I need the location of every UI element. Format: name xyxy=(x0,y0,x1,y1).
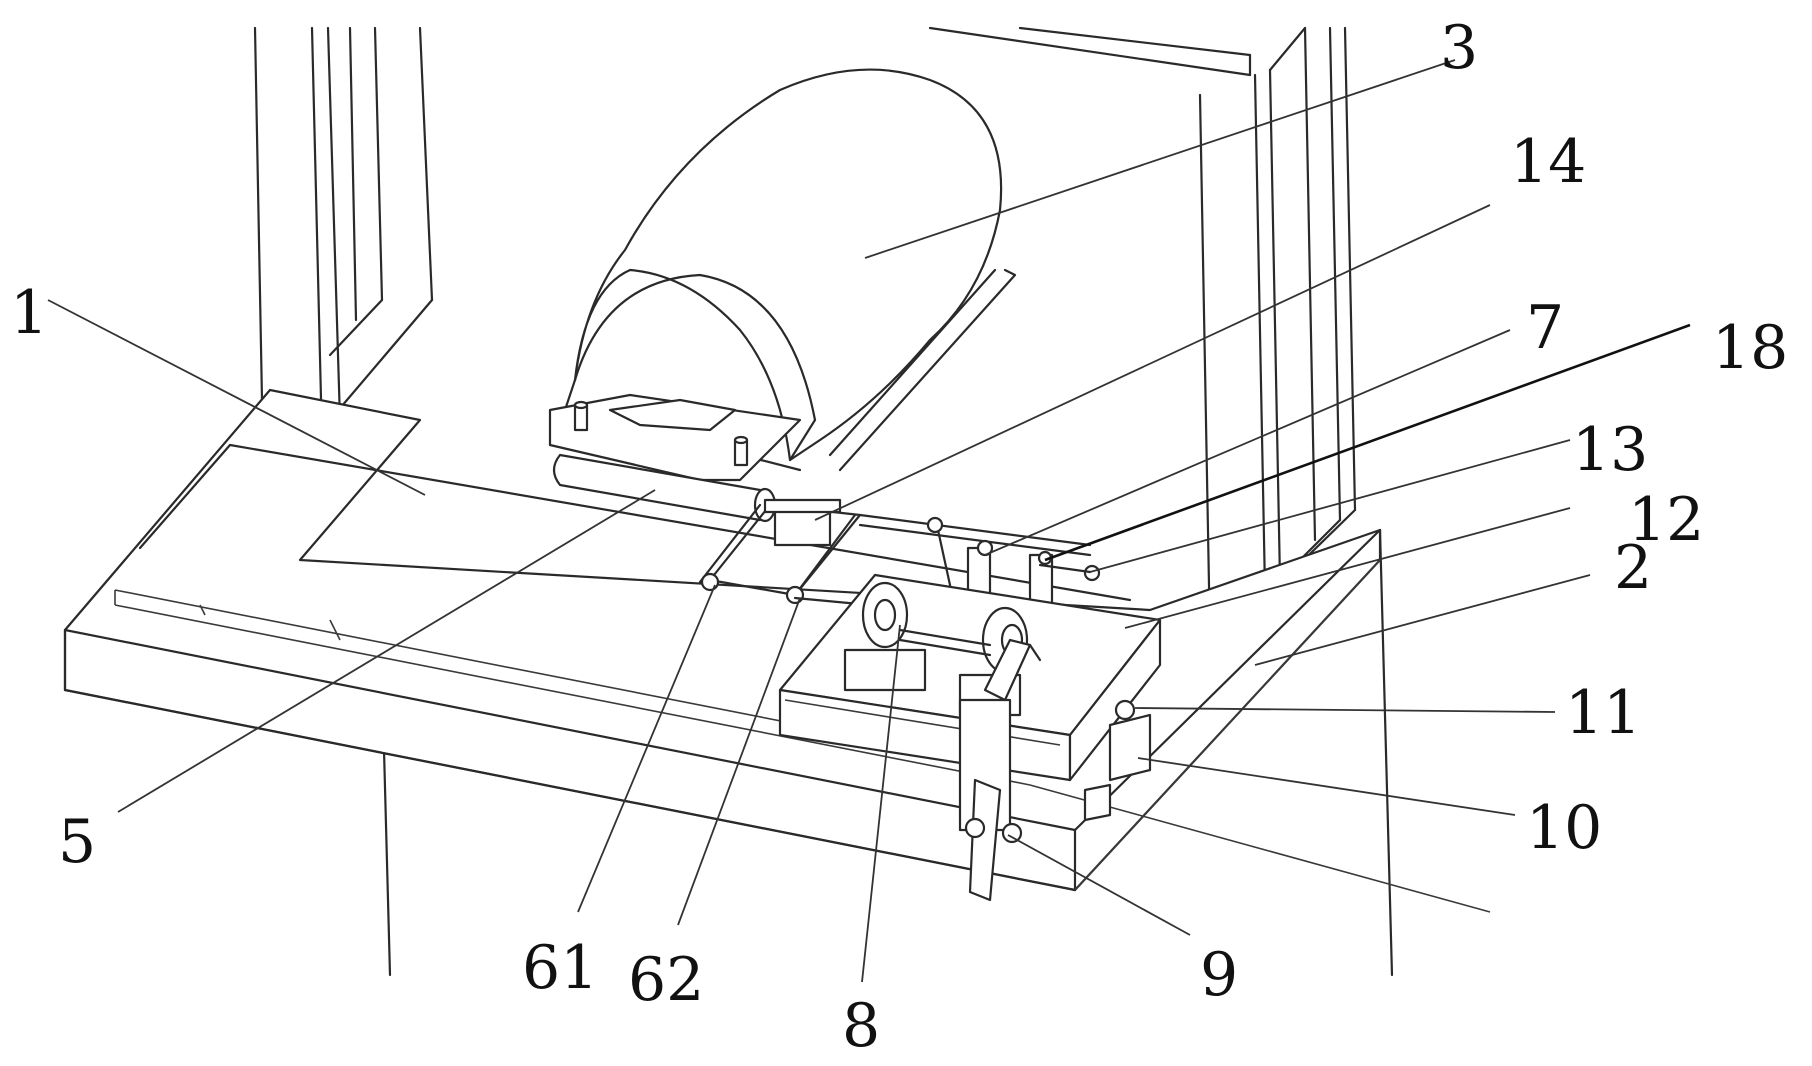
leader-11 xyxy=(1134,707,1556,713)
leader-9 xyxy=(1007,834,1191,936)
callout-14: 14 xyxy=(1510,127,1586,197)
leader-18 xyxy=(1044,323,1691,562)
callout-labels: 1 2 3 5 7 8 9 10 11 12 13 14 18 61 62 xyxy=(10,13,1788,1061)
leader-1 xyxy=(47,299,426,496)
leader-62 xyxy=(677,597,801,926)
callout-9: 9 xyxy=(1200,940,1238,1010)
callout-7: 7 xyxy=(1526,293,1564,363)
leader-61 xyxy=(577,584,716,913)
side-actuator xyxy=(958,638,1152,902)
callout-18: 18 xyxy=(1712,313,1788,383)
leader-14 xyxy=(814,204,1491,521)
upper-brackets xyxy=(926,516,1101,610)
right-frame xyxy=(928,26,1394,977)
callout-5: 5 xyxy=(58,807,96,877)
callout-1: 1 xyxy=(10,278,48,348)
leader-12 xyxy=(1124,507,1571,629)
callout-12: 12 xyxy=(1628,485,1704,555)
leader-2 xyxy=(1254,574,1591,666)
leader-7 xyxy=(984,329,1511,556)
callout-10: 10 xyxy=(1526,793,1602,863)
callout-11: 11 xyxy=(1565,678,1641,748)
leader-lines xyxy=(47,59,1691,983)
callout-3: 3 xyxy=(1440,13,1478,83)
leader-13 xyxy=(1089,439,1571,573)
leader-3 xyxy=(864,59,1456,259)
leader-10 xyxy=(1137,757,1516,816)
callout-62: 62 xyxy=(628,945,704,1015)
callout-61: 61 xyxy=(522,933,598,1003)
motor-mount-plate xyxy=(548,393,802,482)
callout-8: 8 xyxy=(842,991,880,1061)
callout-2: 2 xyxy=(1614,533,1652,603)
leader-8 xyxy=(861,624,901,983)
leader-5 xyxy=(117,489,656,813)
callout-13: 13 xyxy=(1572,415,1648,485)
left-frame xyxy=(253,26,434,977)
base-frame xyxy=(63,388,1491,913)
